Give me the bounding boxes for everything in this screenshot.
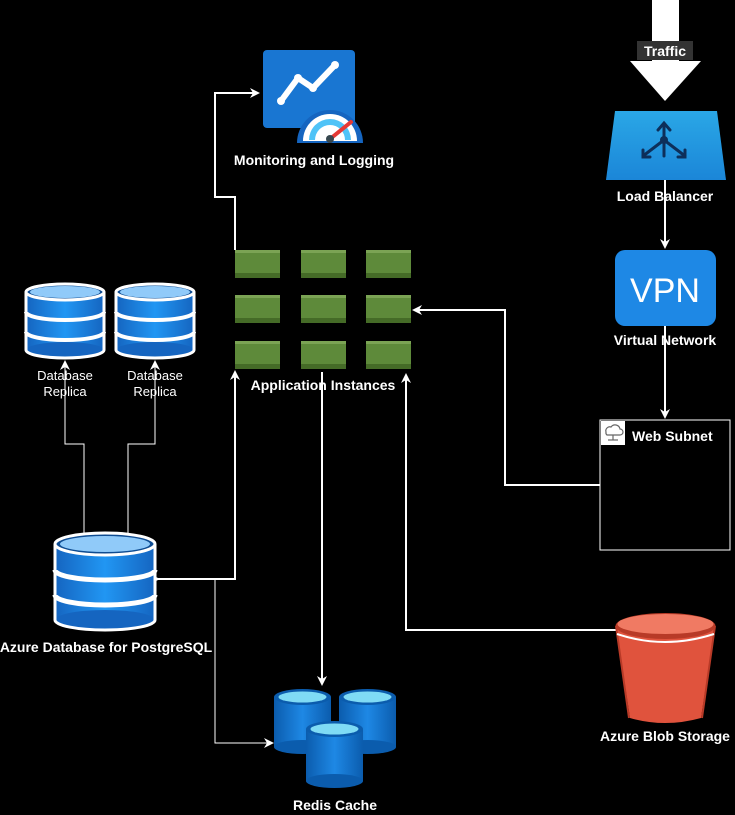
app-instance-block [366,295,411,323]
app-instances-label: Application Instances [251,377,396,393]
vm-grid-icon [235,250,411,369]
app-instance-block [301,295,346,323]
app-instance-block [366,341,411,369]
monitoring-gauge-icon [263,50,363,143]
database-icon [24,282,106,360]
replica-2-label-line1: Database [127,368,183,383]
edge-postgres-to-redis [214,580,274,748]
web-subnet-frame [599,419,731,551]
blob-storage-label: Azure Blob Storage [600,728,730,744]
traffic-node: Traffic [630,0,701,101]
redis-node[interactable]: Redis Cache [274,689,396,813]
cloud-network-icon [601,421,625,445]
app-instances-node[interactable]: Application Instances [235,250,411,393]
replica-1-label-line2: Replica [43,384,87,399]
edges [60,88,670,748]
virtual-network-node[interactable]: VPN Virtual Network [614,250,717,348]
edge-app-to-monitoring [214,88,260,250]
redis-label: Redis Cache [293,797,377,813]
vpn-icon: VPN [615,250,716,326]
redis-cache-icon [274,689,396,788]
edge-app-postgres [150,370,240,584]
blob-storage-node[interactable]: Azure Blob Storage [600,613,730,744]
web-subnet-group[interactable]: Web Subnet [599,419,731,551]
database-icon [114,282,196,360]
app-instance-block [235,250,280,278]
edge-postgres-to-replica-1 [60,360,85,535]
traffic-label: Traffic [644,43,686,59]
vpn-icon-text: VPN [630,272,700,310]
postgres-label: Azure Database for PostgreSQL [0,639,213,655]
traffic-label-bg [637,41,693,60]
load-balancer-node[interactable]: Load Balancer [606,111,726,204]
edge-subnet-to-app [412,305,600,486]
replica-node-2[interactable]: Database Replica [114,282,196,399]
postgres-node[interactable]: Azure Database for PostgreSQL [0,531,213,655]
replica-2-label-line2: Replica [133,384,177,399]
replica-1-label-line1: Database [37,368,93,383]
storage-bucket-icon [615,613,716,723]
app-instance-block [366,250,411,278]
web-subnet-label: Web Subnet [632,428,713,444]
app-instance-block [301,341,346,369]
load-balancer-label: Load Balancer [617,188,714,204]
monitoring-node[interactable]: Monitoring and Logging [234,50,394,168]
app-instance-block [235,341,280,369]
edge-blob-to-app [401,373,618,631]
virtual-network-label: Virtual Network [614,332,717,348]
replica-node-1[interactable]: Database Replica [24,282,106,399]
app-instance-block [301,250,346,278]
database-icon [52,531,158,632]
edge-postgres-to-replica-2 [127,360,160,535]
load-balancer-icon [606,111,726,180]
monitoring-label: Monitoring and Logging [234,152,394,168]
app-instance-block [235,295,280,323]
